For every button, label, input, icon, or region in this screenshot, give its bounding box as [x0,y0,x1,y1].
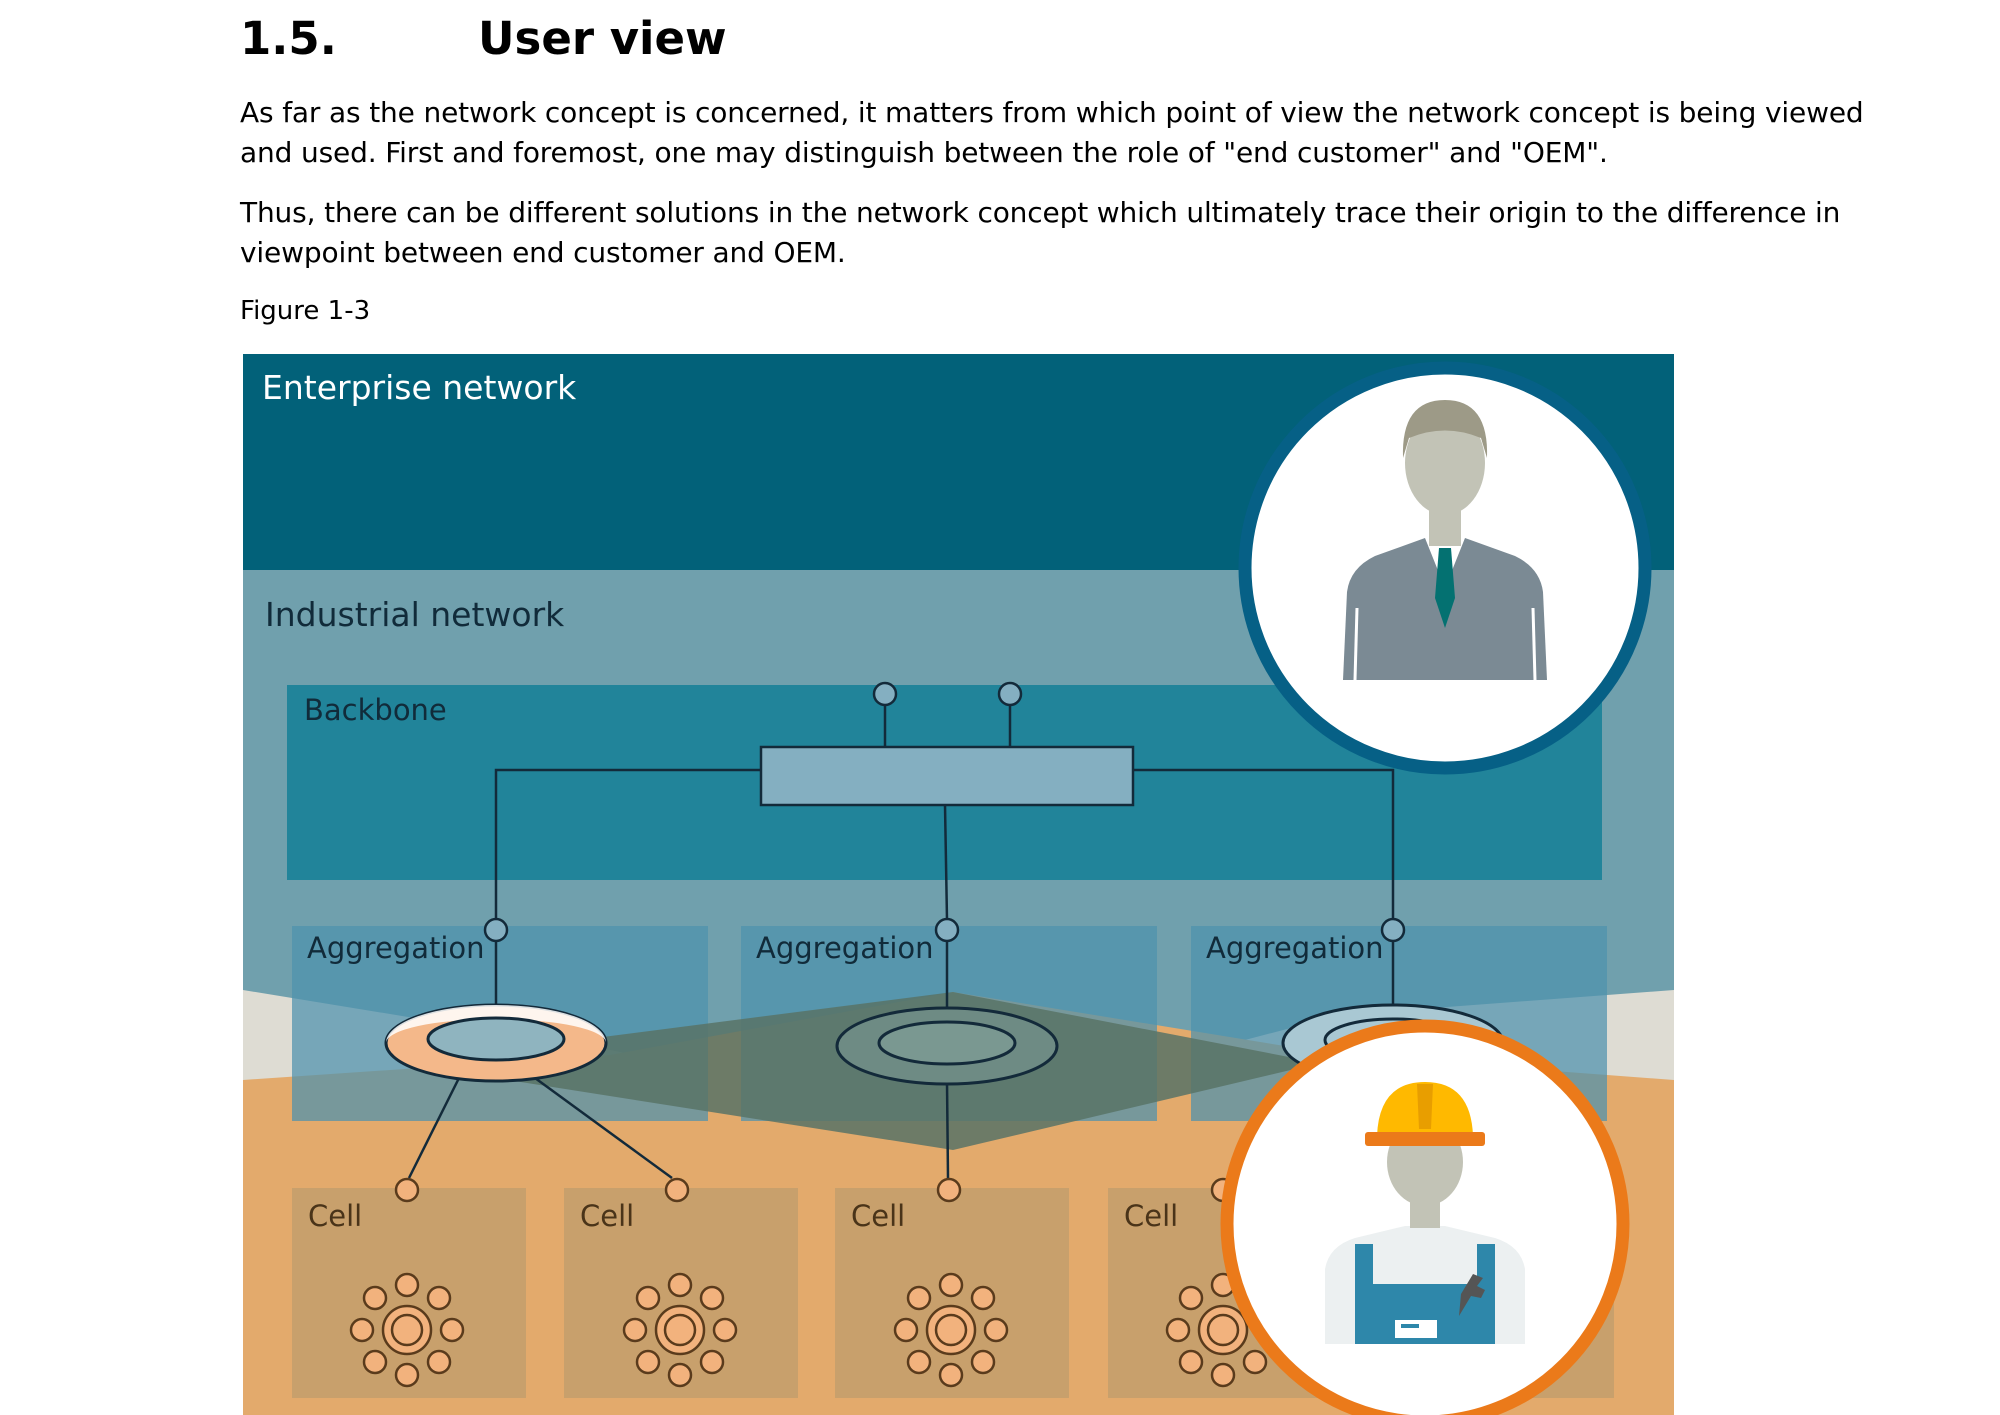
engineer-icon [1220,1019,1630,1415]
cell-label-2: Cell [580,1199,634,1233]
cell-port-2 [664,1177,690,1203]
cell-port-1 [394,1177,420,1203]
paragraph-1: As far as the network concept is concern… [240,96,1864,169]
cell-label-1: Cell [308,1199,362,1233]
backbone-port-2 [997,681,1023,707]
businessman-icon [1238,361,1652,775]
figure-caption: Figure 1-3 [240,296,371,326]
backbone-port-1 [872,681,898,707]
aggregation-port-1 [483,917,509,943]
view-shadow [400,992,1320,1150]
aggregation-label-1: Aggregation [307,931,485,965]
backbone-links [407,703,1395,1180]
cell-port-3 [936,1177,962,1203]
network-concept-figure: Enterprise network Industrial network Ba… [240,350,1680,1415]
industrial-network-label: Industrial network [265,595,565,634]
aggregation-ring-1 [384,1003,608,1083]
aggregation-label-2: Aggregation [756,931,934,965]
section-number: 1.5. [240,12,337,65]
cell-nodes-3 [893,1272,1009,1388]
cell-label-4: Cell [1124,1199,1178,1233]
section-title: User view [478,12,727,65]
cell-nodes-2 [622,1272,738,1388]
cell-label-3: Cell [851,1199,905,1233]
backbone-label: Backbone [304,693,447,727]
paragraph-2: Thus, there can be different solutions i… [240,196,1841,269]
cell-nodes-1 [349,1272,465,1388]
aggregation-port-3 [1380,917,1406,943]
enterprise-network-label: Enterprise network [262,368,577,407]
network-diagram: Enterprise network Industrial network Ba… [243,354,1674,1415]
aggregation-label-3: Aggregation [1206,931,1384,965]
backbone-switch [759,745,1135,807]
aggregation-ring-2 [835,1006,1059,1086]
aggregation-port-2 [934,917,960,943]
